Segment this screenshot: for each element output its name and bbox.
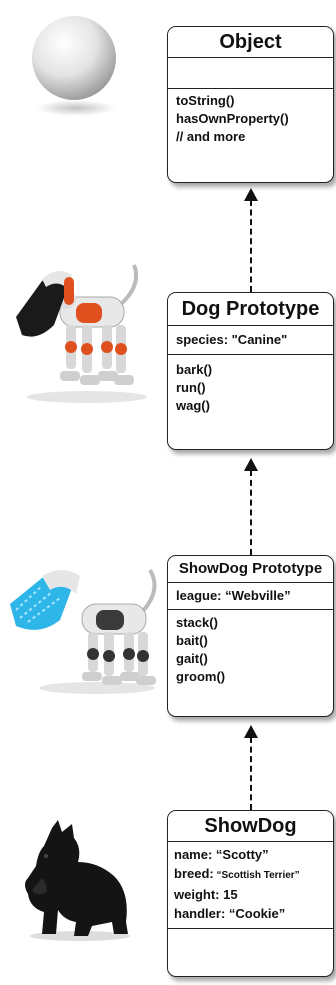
showdog-prototype-box: ShowDog Prototype league: “Webville” sta… xyxy=(167,555,334,717)
object-method: hasOwnProperty() xyxy=(176,111,289,126)
arrowhead-icon xyxy=(244,725,258,738)
object-box: Object toString() hasOwnProperty() // an… xyxy=(167,26,334,183)
arrowhead-icon xyxy=(244,458,258,471)
showdog-box: ShowDog name: “Scotty” breed: “Scottish … xyxy=(167,810,334,977)
dog-prototype-methods-section: bark() run() wag() xyxy=(168,355,333,418)
showdog-prototype-method: stack() xyxy=(176,615,218,630)
showdog-property-breed: breed: “Scottish Terrier” xyxy=(174,866,300,881)
showdog-title: ShowDog xyxy=(168,811,333,842)
object-title: Object xyxy=(168,27,333,58)
robot-dog-orange-image xyxy=(16,264,147,403)
showdog-prototype-method: groom() xyxy=(176,669,226,684)
dog-prototype-box: Dog Prototype species: "Canine" bark() r… xyxy=(167,292,334,450)
object-properties-section xyxy=(168,58,333,89)
dog-prototype-property: species: "Canine" xyxy=(176,332,288,347)
showdog-methods-section xyxy=(168,929,333,955)
object-method: toString() xyxy=(176,93,235,108)
object-method: // and more xyxy=(176,129,246,144)
dog-prototype-properties-section: species: "Canine" xyxy=(168,326,333,355)
dog-prototype-title: Dog Prototype xyxy=(168,293,333,326)
showdog-prototype-method: bait() xyxy=(176,633,208,648)
robot-dog-blue-image xyxy=(10,568,157,694)
scottish-terrier-image xyxy=(25,820,130,941)
dog-prototype-method: wag() xyxy=(176,398,210,413)
white-sphere-image xyxy=(32,16,116,116)
showdog-property-name: name: “Scotty” xyxy=(174,847,269,862)
showdog-prototype-title: ShowDog Prototype xyxy=(168,556,333,583)
dog-prototype-method: run() xyxy=(176,380,206,395)
showdog-prototype-properties-section: league: “Webville” xyxy=(168,583,333,610)
showdog-property-weight: weight: 15 xyxy=(174,887,238,902)
showdog-prototype-method: gait() xyxy=(176,651,208,666)
dog-prototype-method: bark() xyxy=(176,362,213,377)
showdog-property-handler: handler: “Cookie” xyxy=(174,906,286,921)
object-methods-section: toString() hasOwnProperty() // and more xyxy=(168,89,333,149)
showdog-prototype-methods-section: stack() bait() gait() groom() xyxy=(168,610,333,689)
arrowhead-icon xyxy=(244,188,258,201)
showdog-prototype-property: league: “Webville” xyxy=(176,588,291,603)
showdog-properties-section: name: “Scotty” breed: “Scottish Terrier”… xyxy=(168,842,333,929)
